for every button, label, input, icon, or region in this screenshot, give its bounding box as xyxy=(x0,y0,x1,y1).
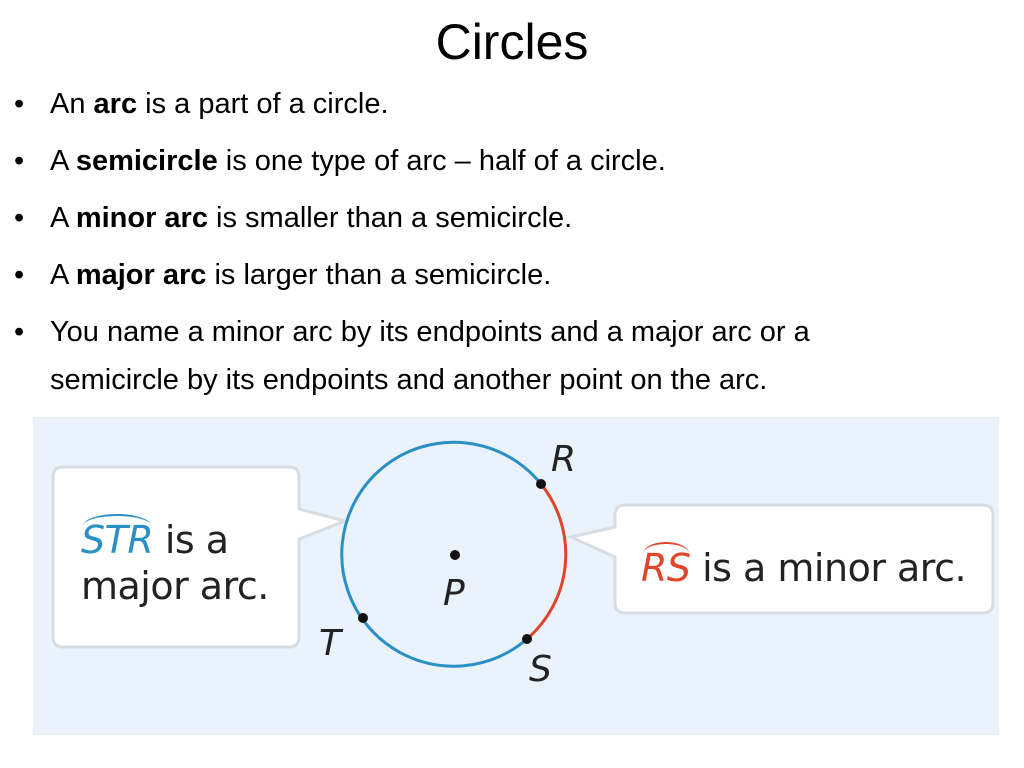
bullet-naming-arcs: • You name a minor arc by its endpoints … xyxy=(14,308,1014,404)
left-callout-line1: is a xyxy=(153,518,229,562)
point-s xyxy=(522,634,532,644)
arc-symbol xyxy=(83,514,152,526)
bullet-text-line2: semicircle by its endpoints and another … xyxy=(50,364,768,396)
left-callout-text: STR is a major arc. xyxy=(81,514,269,609)
bullet-minor-arc: • A minor arc is smaller than a semicirc… xyxy=(14,194,1014,242)
point-r xyxy=(536,479,546,489)
label-r: R xyxy=(551,439,577,480)
bullet-text-pre: An xyxy=(50,88,94,120)
arc-name-str: STR xyxy=(81,514,154,563)
bullet-text-post: is larger than a semicircle. xyxy=(206,259,552,291)
bullet-dot: • xyxy=(14,202,25,234)
right-callout-rest: is a minor arc. xyxy=(690,546,967,590)
label-p: P xyxy=(443,573,465,614)
bullet-dot: • xyxy=(14,259,25,291)
bullet-text-post: is smaller than a semicircle. xyxy=(207,202,573,234)
left-callout-line2: major arc. xyxy=(81,564,269,608)
arc-name-rs: RS xyxy=(641,542,691,591)
bullet-semicircle: • A semicircle is one type of arc – half… xyxy=(14,137,1014,185)
label-s: S xyxy=(529,649,552,690)
bullet-list: • An arc is a part of a circle. • A semi… xyxy=(14,80,1014,413)
bullet-text-pre: A xyxy=(50,202,76,234)
arc-symbol xyxy=(643,542,689,554)
label-t: T xyxy=(319,623,341,664)
major-arc-str xyxy=(340,440,543,668)
term-minor-arc: minor arc xyxy=(75,202,208,234)
left-callout-box xyxy=(51,465,350,649)
term-arc: arc xyxy=(93,88,138,120)
bullet-text-pre: A xyxy=(50,259,76,291)
point-t xyxy=(358,613,368,623)
minor-arc-rs xyxy=(526,483,568,641)
arc-diagram: STR is a major arc. RS is a minor arc. R… xyxy=(33,417,999,735)
arc-diagram-svg xyxy=(51,440,995,668)
term-major-arc: major arc xyxy=(75,259,207,291)
bullet-dot: • xyxy=(14,145,25,177)
term-semicircle: semicircle xyxy=(75,145,218,177)
bullet-text-pre: A xyxy=(50,145,76,177)
bullet-dot: • xyxy=(14,88,25,120)
right-callout-box xyxy=(566,503,995,615)
bullet-arc: • An arc is a part of a circle. xyxy=(14,80,1014,128)
bullet-dot: • xyxy=(14,316,25,348)
bullet-major-arc: • A major arc is larger than a semicircl… xyxy=(14,251,1014,299)
right-callout-text: RS is a minor arc. xyxy=(641,542,967,591)
bullet-text-line1: You name a minor arc by its endpoints an… xyxy=(50,316,810,348)
bullet-text-post: is one type of arc – half of a circle. xyxy=(217,145,666,177)
slide-title: Circles xyxy=(435,14,589,70)
bullet-text-post: is a part of a circle. xyxy=(137,88,389,120)
point-p xyxy=(450,550,460,560)
